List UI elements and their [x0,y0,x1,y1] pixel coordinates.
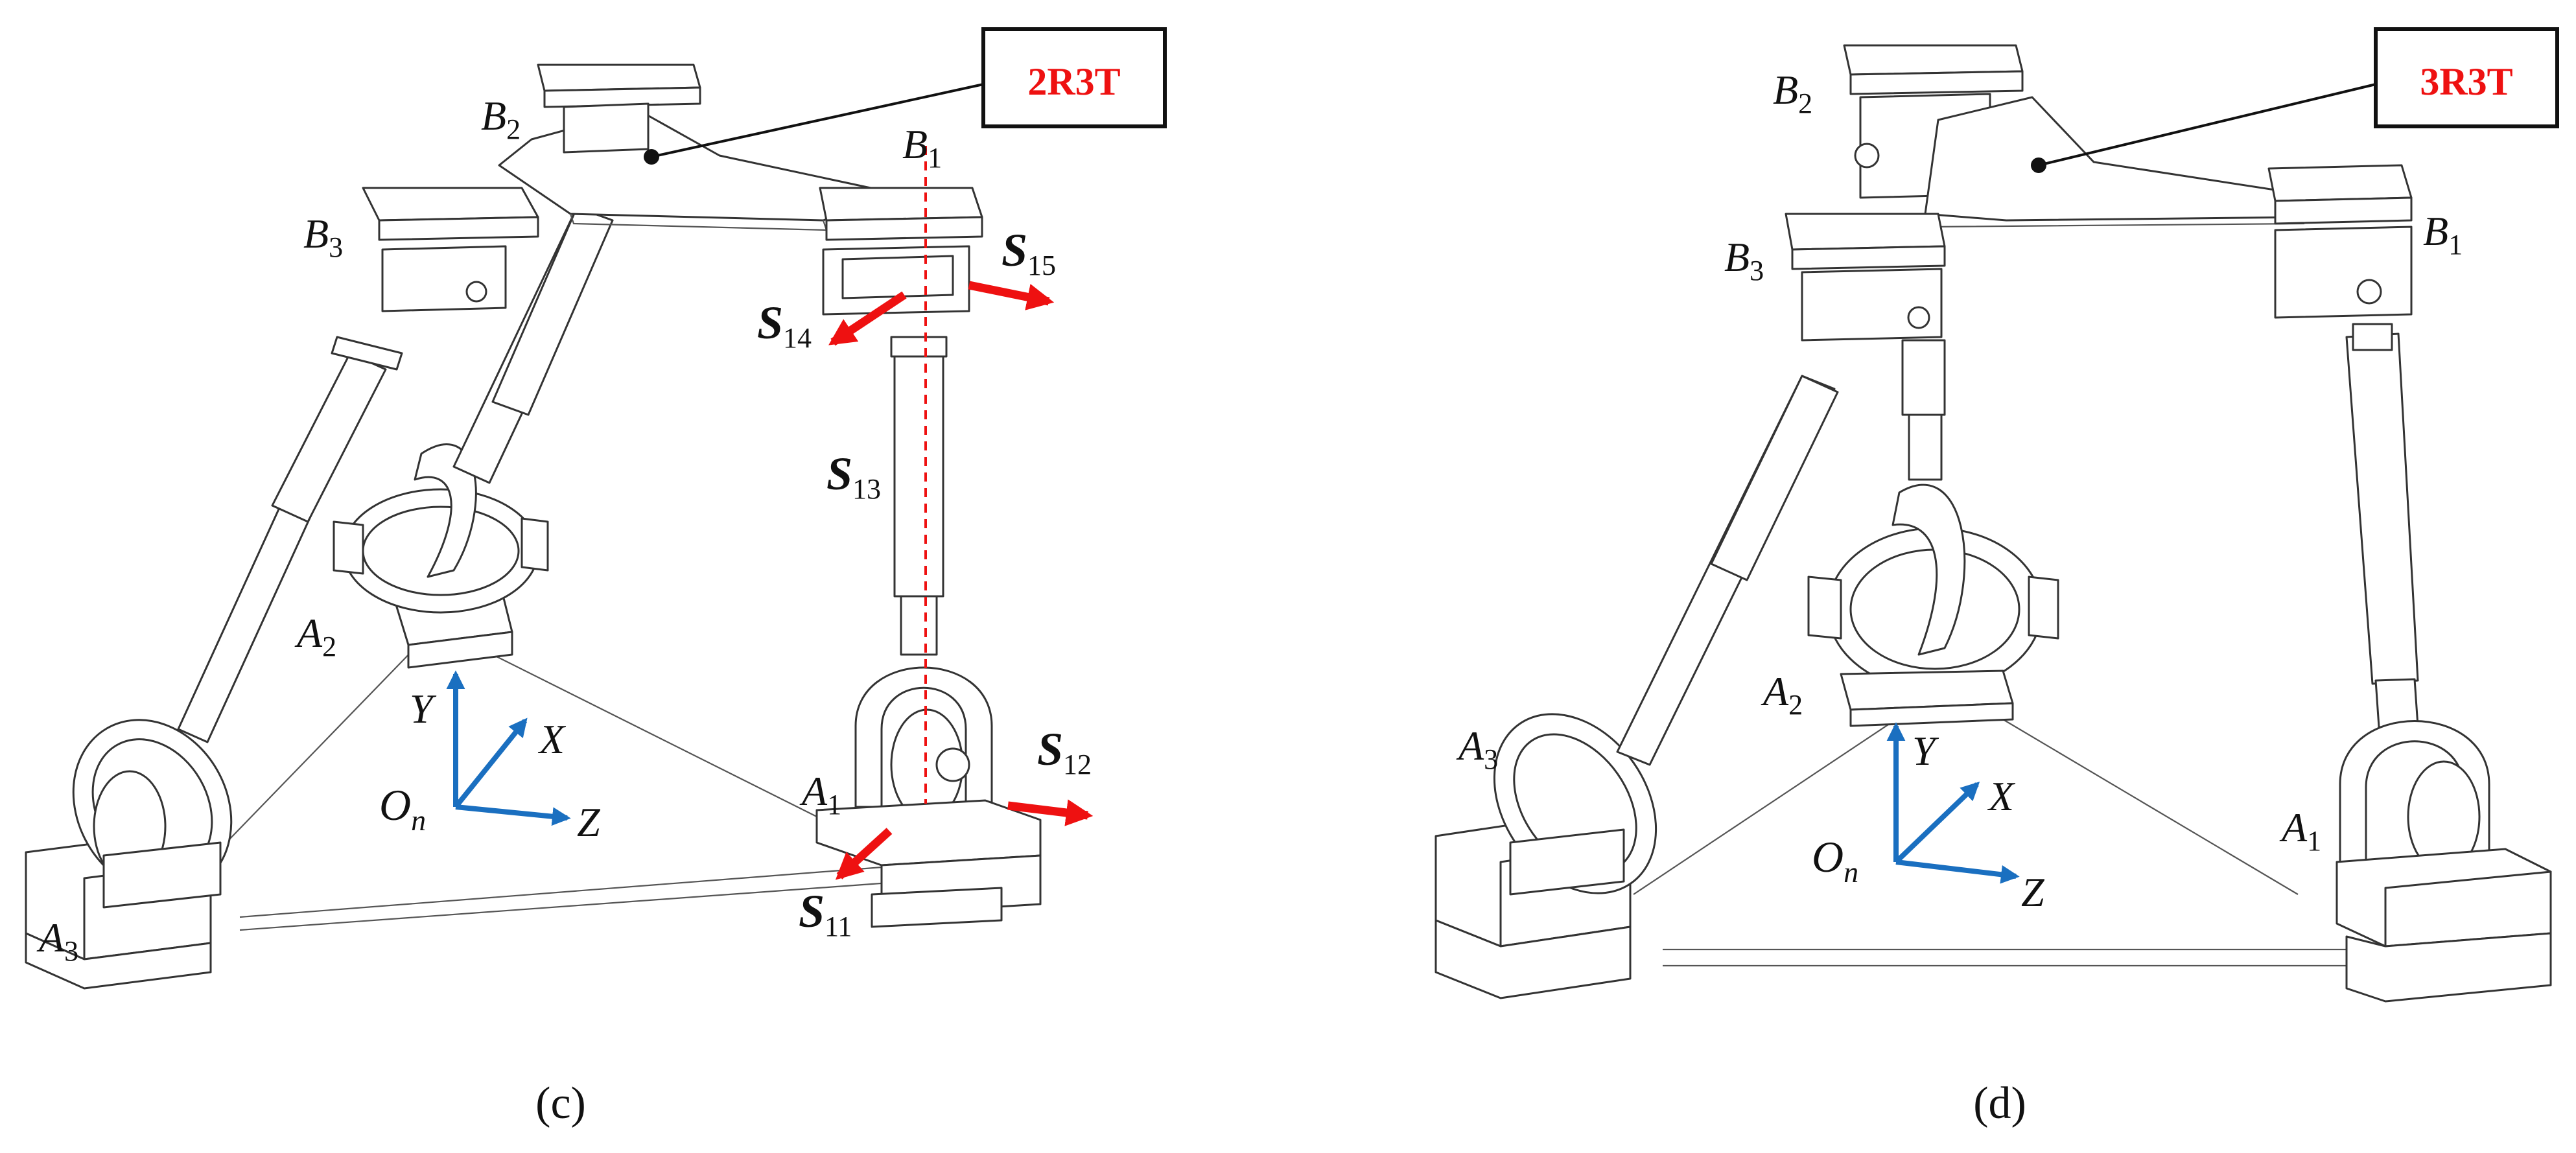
screw-arrows-c [828,281,1094,880]
tag-box [981,27,1167,128]
caption-d: (d) [1973,1078,2026,1128]
u-joint-a3 [72,719,233,909]
pad-b3-c [362,187,539,312]
joint-labels-d: B2 B3 B1 A2 A3 A1 [1456,67,2463,857]
label-a3-d: A3 [1456,723,1498,775]
base-block-a2-d [1840,670,2014,727]
axis-z-arrow [455,804,571,826]
u-joint-a1-d [2339,720,2490,873]
label-b2-d: B2 [1773,67,1812,119]
callout-leader [651,83,984,158]
origin-label-d: On [1812,832,1858,889]
axis-y-label: Y [410,686,437,732]
axis-z-label: Z [577,799,601,845]
axis-x-arrow-d [1894,782,1980,864]
base-frame-d [1633,719,2347,967]
pad-b1-d [2267,164,2413,319]
axis-labels-c: Y X Z On [379,686,601,845]
tag-label-d: 3R3T [2420,60,2512,103]
label-b3: B3 [303,211,343,263]
caption-c: (c) [535,1078,586,1128]
callout-3r3t: 3R3T [2031,27,2559,173]
base-block-a1-d [2336,848,2552,1003]
label-b2: B2 [481,93,521,145]
origin-label: On [379,780,426,837]
screw-labels-c: S15 S14 S13 S12 S11 [757,224,1092,942]
label-s14: S14 [757,297,812,354]
label-b3-d: B3 [1724,234,1764,286]
u-joint-a1 [854,666,993,821]
tag-label: 2R3T [1027,60,1120,103]
leg-a1-b1-d [2345,323,2419,728]
joint-labels-c: B2 B3 B1 A2 A1 A3 [36,93,942,967]
axis-y-label-d: Y [1912,728,1939,774]
axis-x-label-d: X [1987,773,2016,819]
axis-x-label: X [537,716,567,762]
label-s13: S13 [826,448,881,505]
label-s11: S11 [799,885,852,942]
arrow-s11 [835,828,893,880]
pad-b2-c [537,64,701,154]
label-a2-d: A2 [1761,668,1803,721]
u-joint-a3-d [1493,713,1657,896]
leg-a2-b2 [452,206,614,484]
label-a3: A3 [36,914,78,967]
axis-x-arrow [453,717,528,809]
panel-c: 2R3T B2 B3 B1 A2 A1 A3 [25,27,1167,1128]
label-a1: A1 [799,768,841,821]
coordinate-frame-d [1886,722,2020,884]
label-s12: S12 [1037,723,1092,780]
pad-b3-d [1785,213,1946,342]
label-b1: B1 [902,121,942,174]
label-a2: A2 [294,610,336,662]
gimbal-a2-d [1807,483,2059,692]
gimbal-a2 [333,443,549,614]
callout-leader-d [2038,83,2376,167]
arrow-s12 [1007,799,1094,826]
leg-a2-b3-d [1901,339,1946,481]
axis-labels-d: Y X Z On [1812,728,2045,915]
panel-d: 3R3T B2 B3 B1 A2 A3 A1 Y [1434,27,2559,1128]
callout-2r3t: 2R3T [644,27,1167,165]
axis-z-label-d: Z [2021,869,2045,915]
pad-b1-c [819,187,983,316]
coordinate-frame-c [446,670,571,826]
axis-z-arrow-d [1895,859,2020,884]
leg-a1-b1 [890,336,948,656]
label-a1-d: A1 [2279,804,2321,857]
leg-a3-b3-d [1616,375,1839,766]
leg-a3-b3 [177,336,403,743]
moving-platform-d [1924,96,2306,228]
label-s15: S15 [1001,224,1056,281]
tag-box-d [2374,27,2559,128]
arrow-s14 [828,291,907,346]
label-b1-d: B1 [2423,208,2463,261]
arrow-s15 [968,281,1055,310]
